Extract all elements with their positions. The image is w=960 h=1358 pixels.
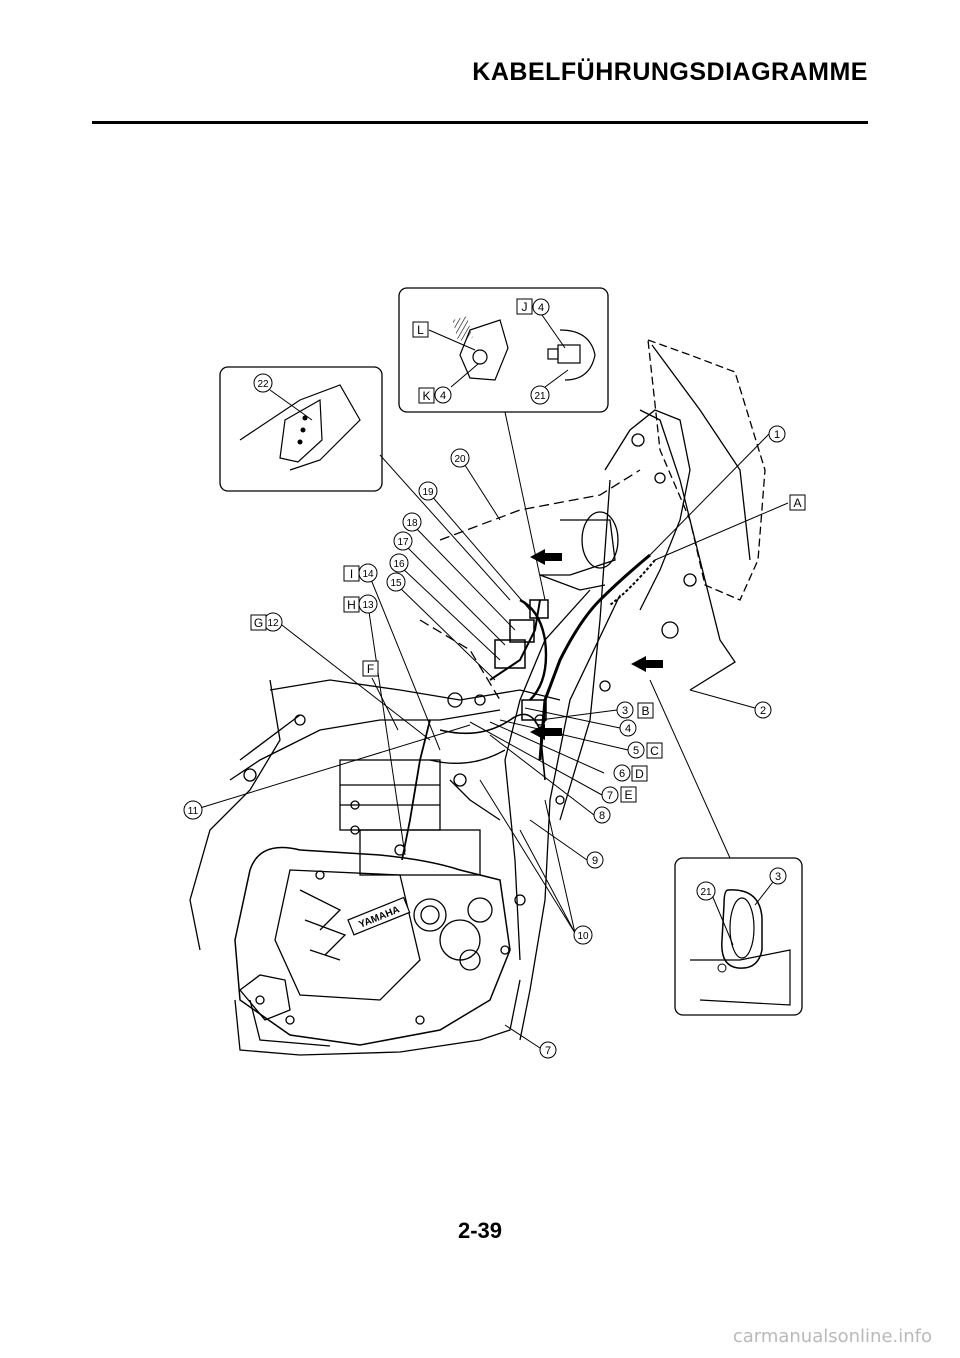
svg-text:6: 6 xyxy=(619,768,625,780)
yamaha-logo: YAMAHA xyxy=(347,896,411,936)
callout-3: 3 xyxy=(616,701,634,719)
svg-text:16: 16 xyxy=(393,559,405,570)
svg-text:10: 10 xyxy=(577,931,589,942)
callout-7: 7 xyxy=(601,786,619,804)
svg-text:H: H xyxy=(347,598,356,612)
callout-10: 10 xyxy=(573,925,593,945)
callout-3-inset: 3 xyxy=(769,867,787,885)
svg-text:18: 18 xyxy=(406,518,418,529)
svg-text:L: L xyxy=(417,323,424,337)
svg-text:I: I xyxy=(350,567,353,581)
svg-text:J: J xyxy=(522,300,528,314)
callout-18: 18 xyxy=(402,512,422,532)
callout-8: 8 xyxy=(593,806,611,824)
svg-text:D: D xyxy=(635,767,644,781)
watermark: carmanualsonline.info xyxy=(732,1326,932,1347)
arrow-left-lower xyxy=(530,724,562,740)
svg-text:22: 22 xyxy=(257,379,269,390)
svg-text:21: 21 xyxy=(534,391,546,402)
letter-labels: A B C D E F G H I J K L xyxy=(250,298,806,803)
svg-text:F: F xyxy=(367,662,374,676)
svg-text:13: 13 xyxy=(362,600,374,611)
callout-1: 1 xyxy=(768,425,786,443)
svg-text:4: 4 xyxy=(440,390,446,402)
arrow-left-middle xyxy=(631,656,663,672)
svg-text:E: E xyxy=(624,788,632,802)
svg-text:12: 12 xyxy=(267,618,279,629)
svg-text:2: 2 xyxy=(760,705,766,717)
svg-text:17: 17 xyxy=(397,537,409,548)
label-i: I xyxy=(343,565,360,582)
label-d: D xyxy=(631,765,648,782)
svg-text:20: 20 xyxy=(454,454,466,465)
callout-16: 16 xyxy=(389,553,409,573)
callout-17: 17 xyxy=(393,531,413,551)
header-divider xyxy=(92,121,868,124)
svg-text:19: 19 xyxy=(422,487,434,498)
callout-4-k: 4 xyxy=(434,386,452,404)
svg-text:14: 14 xyxy=(362,569,374,580)
callout-14: 14 xyxy=(358,563,378,583)
svg-text:B: B xyxy=(641,704,649,718)
label-f: F xyxy=(362,660,379,677)
page-title: KABELFÜHRUNGSDIAGRAMME xyxy=(472,58,868,86)
direction-arrows xyxy=(530,549,663,740)
callout-15: 15 xyxy=(386,572,406,592)
svg-text:7: 7 xyxy=(545,1045,551,1057)
svg-text:1: 1 xyxy=(774,429,780,441)
svg-text:C: C xyxy=(650,744,659,758)
svg-text:9: 9 xyxy=(592,855,598,867)
label-b: B xyxy=(637,702,654,719)
label-l: L xyxy=(412,321,429,338)
motorcycle-drawing xyxy=(189,339,766,1056)
callout-19: 19 xyxy=(418,481,438,501)
svg-text:15: 15 xyxy=(390,578,402,589)
callout-6: 6 xyxy=(613,764,631,782)
svg-text:3: 3 xyxy=(622,705,628,717)
label-c: C xyxy=(646,742,663,759)
inset-top-center xyxy=(398,287,609,413)
callout-21-inset: 21 xyxy=(696,881,716,901)
callouts: 1 2 3 4 5 6 7 8 9 10 7 11 12 13 14 15 16… xyxy=(183,298,787,1059)
leader-lines xyxy=(199,411,789,1049)
label-a: A xyxy=(789,494,806,511)
callout-22: 22 xyxy=(253,373,273,393)
svg-text:8: 8 xyxy=(599,810,605,822)
callout-4: 4 xyxy=(619,719,637,737)
label-g: G xyxy=(250,614,267,631)
svg-text:5: 5 xyxy=(633,745,639,757)
svg-text:3: 3 xyxy=(775,871,781,883)
svg-text:4: 4 xyxy=(538,302,544,314)
svg-text:A: A xyxy=(793,496,801,510)
callout-4-j: 4 xyxy=(532,298,550,316)
callout-2: 2 xyxy=(754,701,772,719)
svg-text:21: 21 xyxy=(700,887,712,898)
svg-text:4: 4 xyxy=(625,723,631,735)
callout-5: 5 xyxy=(627,741,645,759)
svg-text:K: K xyxy=(422,389,430,403)
callout-13: 13 xyxy=(358,594,378,614)
callout-9: 9 xyxy=(586,851,604,869)
callout-11: 11 xyxy=(183,800,203,820)
svg-text:7: 7 xyxy=(607,790,613,802)
svg-text:11: 11 xyxy=(188,806,199,817)
label-k: K xyxy=(418,387,435,404)
callout-21-top: 21 xyxy=(530,385,550,405)
svg-text:G: G xyxy=(254,616,263,630)
callout-12: 12 xyxy=(263,612,283,632)
arrow-left-upper xyxy=(530,549,562,565)
label-h: H xyxy=(343,596,360,613)
inset-top-left xyxy=(219,366,383,492)
callout-7b: 7 xyxy=(539,1041,557,1059)
label-e: E xyxy=(620,786,637,803)
callout-20: 20 xyxy=(450,448,470,468)
label-j: J xyxy=(516,298,533,315)
page-number: 2-39 xyxy=(457,1218,503,1243)
